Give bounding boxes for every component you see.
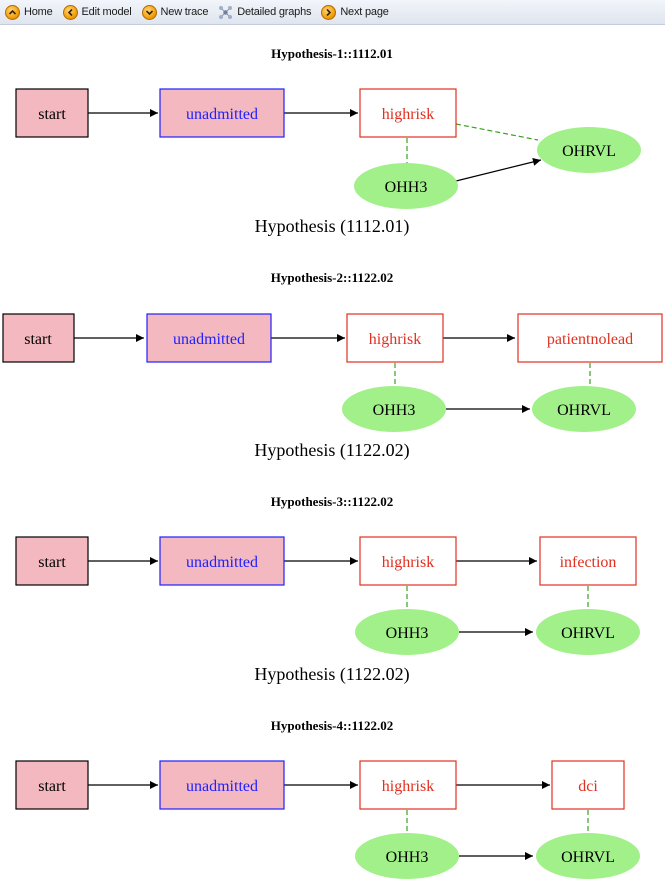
node-target[interactable]: OHRVL [536,609,640,655]
hypothesis-title: Hypothesis-4::1122.02 [271,718,393,733]
node-obs-label: OHH3 [385,179,428,196]
node-risk-label: highrisk [369,331,421,348]
node-target-label: OHRVL [561,849,615,866]
node-obs[interactable]: OHH3 [355,833,459,879]
node-next[interactable]: infection [539,536,637,586]
hypothesis-2-graph: Hypothesis-2::1122.02 start unadmitted h… [2,270,663,461]
node-risk-label: highrisk [382,554,434,571]
node-unadmitted[interactable]: unadmitted [146,313,272,363]
node-target-label: OHRVL [562,143,616,160]
node-unadmitted-label: unadmitted [186,554,258,571]
node-start[interactable]: start [2,313,75,363]
new-trace-label: New trace [160,6,209,18]
chevron-up-icon [5,4,20,20]
edit-model-button[interactable]: Edit model [62,4,132,20]
toolbar: Home Edit model New trace Detailed graph… [0,0,665,25]
new-trace-button[interactable]: New trace [141,4,209,20]
node-start[interactable]: start [15,536,89,586]
edge-risk-target-dashed [455,123,539,141]
hypothesis-title: Hypothesis-3::1122.02 [271,494,393,509]
node-start-label: start [24,331,52,348]
hypothesis-title: Hypothesis-1::1112.01 [271,46,393,61]
node-obs[interactable]: OHH3 [355,609,459,655]
node-unadmitted-label: unadmitted [186,778,258,795]
node-unadmitted-label: unadmitted [186,106,258,123]
node-next[interactable]: dci [551,760,625,810]
node-target[interactable]: OHRVL [536,833,640,879]
chevron-down-icon [141,4,157,20]
hypothesis-caption: Hypothesis (1122.02) [254,440,409,461]
node-risk-label: highrisk [382,106,434,123]
node-start-label: start [38,106,66,123]
node-obs[interactable]: OHH3 [342,386,446,432]
node-risk-label: highrisk [382,778,434,795]
node-start[interactable]: start [15,760,89,810]
node-target-label: OHRVL [557,402,611,419]
node-risk[interactable]: highrisk [359,88,457,138]
hypothesis-caption: Hypothesis (1122.02) [254,664,409,685]
node-next-label: patientnolead [547,331,633,348]
node-risk[interactable]: highrisk [359,760,457,810]
node-target[interactable]: OHRVL [537,127,641,173]
node-start-label: start [38,778,66,795]
hypothesis-title: Hypothesis-2::1122.02 [271,270,393,285]
chevron-right-icon [321,4,337,20]
edit-model-label: Edit model [81,6,132,18]
node-obs-label: OHH3 [386,849,429,866]
node-target-label: OHRVL [561,625,615,642]
detailed-graphs-label: Detailed graphs [237,6,312,18]
node-unadmitted[interactable]: unadmitted [159,760,285,810]
node-start[interactable]: start [15,88,89,138]
node-start-label: start [38,554,66,571]
node-next[interactable]: patientnolead [517,313,663,363]
node-next-label: infection [560,554,617,571]
detailed-graphs-button[interactable]: Detailed graphs [218,5,312,20]
node-unadmitted[interactable]: unadmitted [159,536,285,586]
node-obs-label: OHH3 [386,625,429,642]
node-unadmitted-label: unadmitted [173,331,245,348]
hypothesis-1-graph: Hypothesis-1::1112.01 start unadmitted h… [15,46,641,237]
chevron-left-icon [62,4,78,20]
node-unadmitted[interactable]: unadmitted [159,88,285,138]
next-page-button[interactable]: Next page [321,4,389,20]
node-obs[interactable]: OHH3 [354,163,458,209]
home-label: Home [24,6,53,18]
graph-nodes-icon [219,5,233,19]
edge-obs-target [455,158,542,182]
node-target[interactable]: OHRVL [532,386,636,432]
node-risk[interactable]: highrisk [346,313,444,363]
node-next-label: dci [578,778,598,795]
node-obs-label: OHH3 [373,402,416,419]
hypothesis-3-graph: Hypothesis-3::1122.02 start unadmitted h… [15,494,640,685]
hypothesis-4-graph: Hypothesis-4::1122.02 start unadmitted h… [15,718,640,879]
next-page-label: Next page [340,6,389,18]
hypothesis-caption: Hypothesis (1112.01) [255,216,410,237]
home-button[interactable]: Home [5,4,53,20]
node-risk[interactable]: highrisk [359,536,457,586]
